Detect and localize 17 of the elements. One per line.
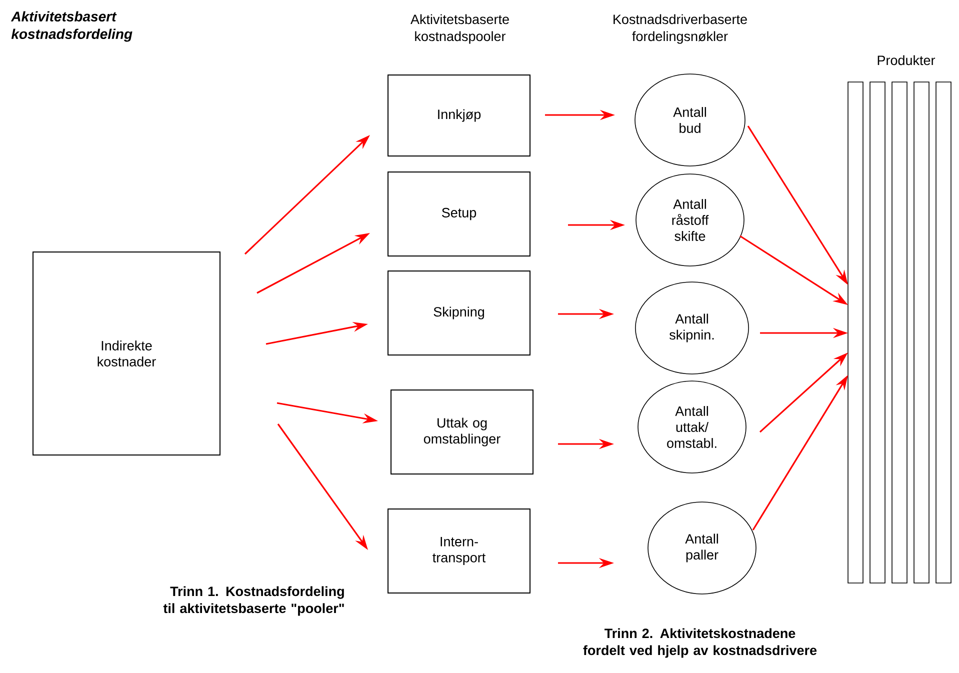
- process-box: Setup: [388, 172, 530, 256]
- process-box: Indirekte kostnader: [32, 252, 220, 456]
- product-bar: [870, 82, 886, 584]
- process-box: Uttak og omstablinger: [390, 390, 534, 474]
- product-bar: [848, 82, 864, 584]
- product-bar: [914, 82, 930, 584]
- product-bar: [892, 82, 908, 584]
- process-box: Intern- transport: [388, 508, 530, 594]
- step-caption: Trinn 1. Kostnadsfordeling til aktivitetsbaserte "pooler": [163, 586, 344, 616]
- step-caption: Trinn 2. Aktivitetskostnadene fordelt ved hjelp av kostnadsdrivere: [583, 628, 817, 658]
- group-heading: Produkter: [878, 55, 936, 66]
- title: Aktivitetsbasert kostnadsfordeling: [10, 11, 132, 42]
- product-bar: [936, 82, 952, 584]
- process-box: Skipning: [388, 270, 530, 356]
- process-box: Innkjøp: [388, 74, 530, 156]
- column-heading: Kostnadsdriverbaserte fordelingsnøkler: [614, 14, 747, 44]
- column-heading: Aktivitetsbaserte kostnadspooler: [410, 14, 509, 44]
